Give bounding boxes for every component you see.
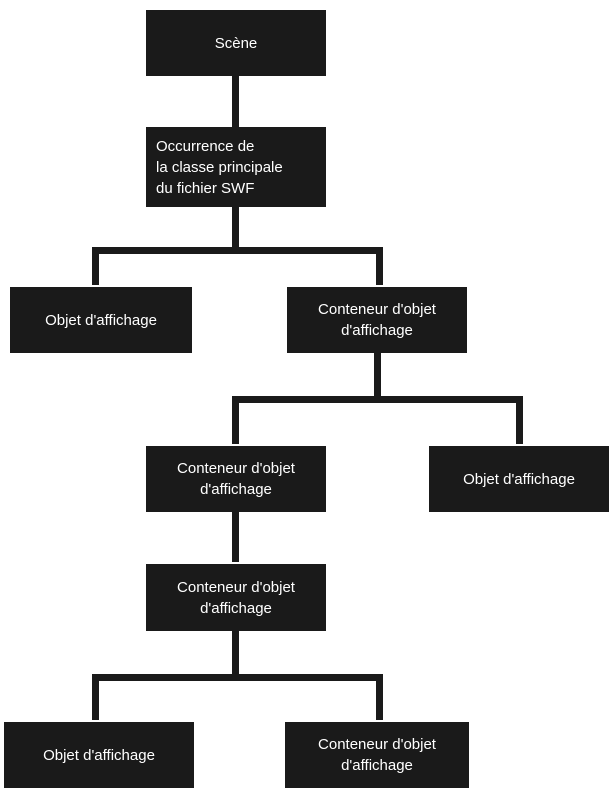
node-display-object-level4-label: Objet d'affichage xyxy=(43,746,155,764)
connector-level3-right-drop xyxy=(376,674,383,720)
connector-container1-down xyxy=(374,353,381,400)
node-container-level1-label: Conteneur d'objet d'affichage xyxy=(318,301,436,339)
node-scene-label: Scène xyxy=(214,34,258,52)
node-main-class-label: Occurrence de la classe principale du fi… xyxy=(156,137,283,197)
connector-level2-bar xyxy=(232,396,523,403)
node-display-object-level1: Objet d'affichage xyxy=(10,287,192,353)
node-container-level2: Conteneur d'objet d'affichage xyxy=(146,446,326,512)
connector-level1-right-drop xyxy=(376,247,383,285)
connector-level2-left-drop xyxy=(232,396,239,444)
node-container-level1: Conteneur d'objet d'affichage xyxy=(287,287,467,353)
connector-container3-down xyxy=(232,631,239,678)
connector-level3-left-drop xyxy=(92,674,99,720)
node-display-object-level2-label: Objet d'affichage xyxy=(463,470,575,488)
node-scene: Scène xyxy=(146,10,326,76)
connector-container2-to-container3 xyxy=(232,512,239,562)
node-container-level2-label: Conteneur d'objet d'affichage xyxy=(177,460,295,498)
node-display-object-level2: Objet d'affichage xyxy=(429,446,609,512)
connector-level3-bar xyxy=(92,674,383,681)
node-container-level3: Conteneur d'objet d'affichage xyxy=(146,564,326,631)
node-display-object-level4: Objet d'affichage xyxy=(4,722,194,788)
connector-level1-left-drop xyxy=(92,247,99,285)
node-container-level3-label: Conteneur d'objet d'affichage xyxy=(177,578,295,617)
connector-scene-to-main xyxy=(232,76,239,128)
connector-main-down xyxy=(232,206,239,251)
node-display-object-level1-label: Objet d'affichage xyxy=(45,311,157,329)
connector-level2-right-drop xyxy=(516,396,523,444)
node-main-class-instance: Occurrence de la classe principale du fi… xyxy=(146,127,326,207)
connector-level1-bar xyxy=(92,247,383,254)
node-container-level4-label: Conteneur d'objet d'affichage xyxy=(318,736,436,774)
node-container-level4: Conteneur d'objet d'affichage xyxy=(285,722,469,788)
